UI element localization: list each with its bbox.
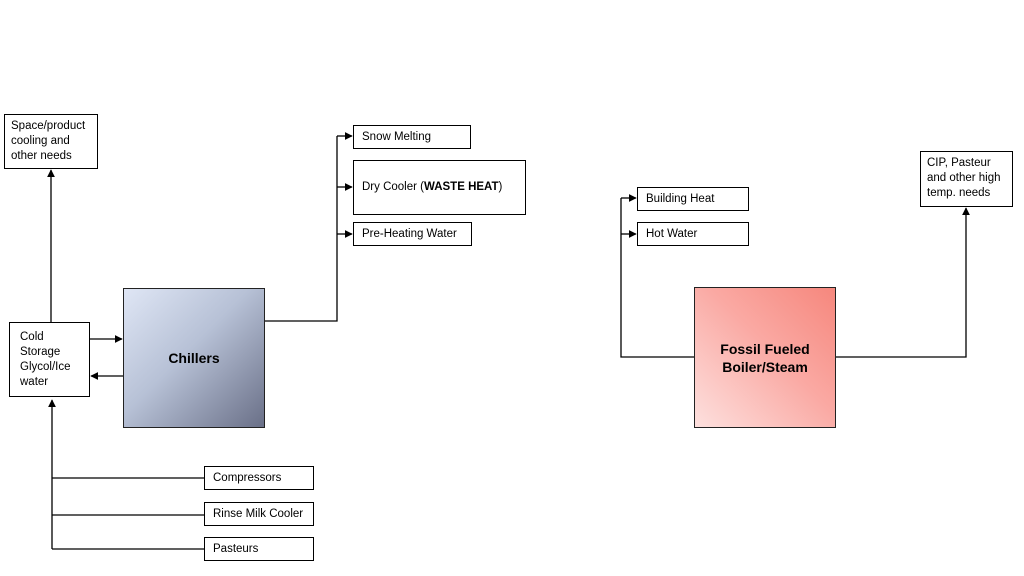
arrow-boiler-to-cip	[836, 207, 970, 358]
dry-cooler-box: Dry Cooler (WASTE HEAT)	[353, 160, 526, 215]
compressors-label: Compressors	[213, 471, 282, 484]
line-chillers-out	[265, 136, 338, 322]
chillers-label: Chillers	[168, 350, 220, 366]
chillers-box: Chillers	[123, 288, 265, 428]
preheating-water-label: Pre-Heating Water	[362, 227, 457, 240]
cold-storage-label: Cold Storage Glycol/Ice water	[20, 330, 71, 388]
boiler-box: Fossil Fueled Boiler/Steam	[694, 287, 836, 428]
space-cooling-box: Space/product cooling and other needs	[4, 114, 98, 169]
pasteurs-box: Pasteurs	[204, 537, 314, 561]
hot-water-label: Hot Water	[646, 227, 698, 240]
cip-box: CIP, Pasteur and other high temp. needs	[920, 151, 1013, 207]
rinse-milk-cooler-box: Rinse Milk Cooler	[204, 502, 314, 526]
pasteurs-label: Pasteurs	[213, 542, 259, 555]
hot-water-box: Hot Water	[637, 222, 749, 246]
preheating-water-box: Pre-Heating Water	[353, 222, 472, 246]
waste-heat-label: WASTE HEAT	[423, 181, 499, 193]
rinse-milk-cooler-label: Rinse Milk Cooler	[213, 507, 304, 520]
boiler-label: Fossil Fueled Boiler/Steam	[720, 340, 810, 375]
snow-melting-label: Snow Melting	[362, 130, 432, 143]
building-heat-label: Building Heat	[646, 192, 715, 205]
line-boiler-left	[620, 198, 694, 358]
cip-label: CIP, Pasteur and other high temp. needs	[927, 157, 1001, 199]
space-cooling-label: Space/product cooling and other needs	[11, 120, 86, 162]
compressors-box: Compressors	[204, 466, 314, 490]
snow-melting-box: Snow Melting	[353, 125, 471, 149]
building-heat-box: Building Heat	[637, 187, 749, 211]
cold-storage-box: Cold Storage Glycol/Ice water	[9, 322, 90, 397]
dry-cooler-label: Dry Cooler (WASTE HEAT)	[362, 181, 503, 193]
